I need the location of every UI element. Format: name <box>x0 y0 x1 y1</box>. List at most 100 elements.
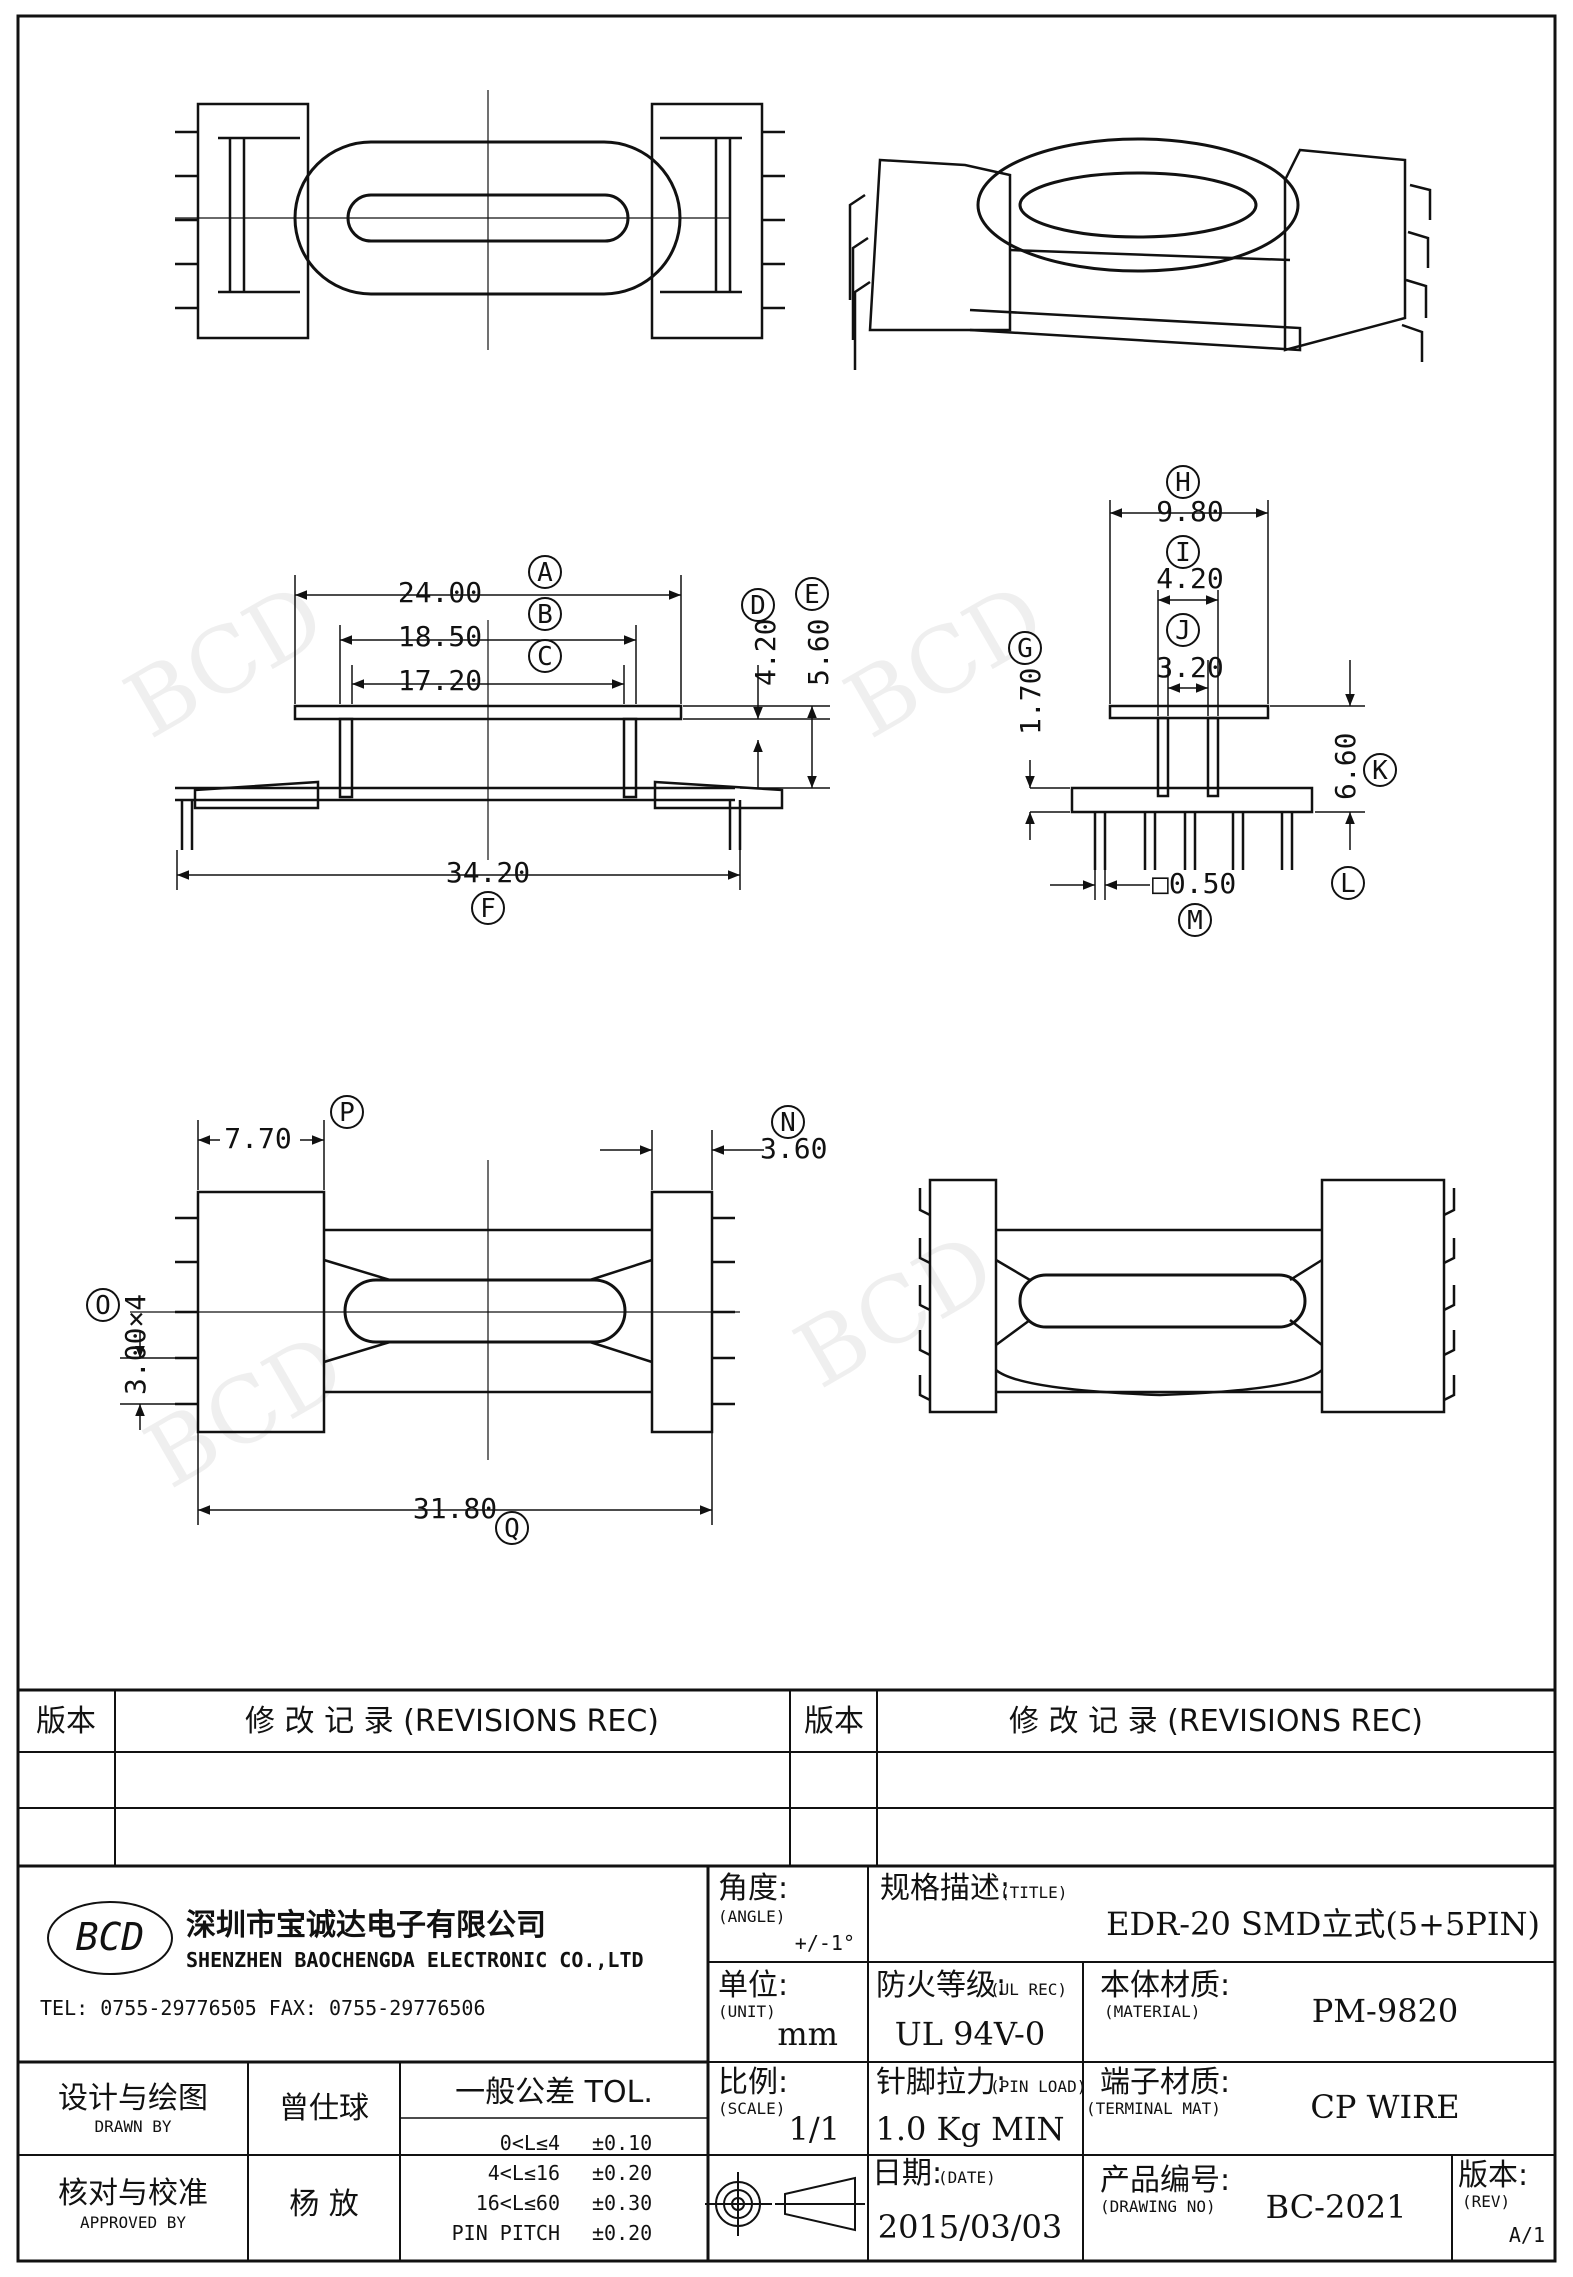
svg-text:B: B <box>537 600 553 630</box>
svg-text:E: E <box>804 580 820 610</box>
svg-text:M: M <box>1187 906 1203 936</box>
drawn-en: DRAWN BY <box>94 2117 171 2136</box>
approved-label: 核对与校准 <box>58 2176 208 2211</box>
company-name-cn: 深圳市宝诚达电子有限公司 <box>186 1908 546 1943</box>
isometric-bottom-view <box>918 1178 1456 1414</box>
balloon-e: E <box>795 577 829 611</box>
svg-text:A: A <box>537 558 553 588</box>
material-label: 本体材质: <box>1100 1968 1230 2003</box>
end-view <box>1070 704 1314 870</box>
tolerance-value: ±0.10 <box>592 2131 652 2155</box>
scale-label: 比例: <box>718 2065 788 2100</box>
pin-load-value: 1.0 Kg MIN <box>875 2110 1064 2148</box>
balloon-f: F <box>471 891 505 925</box>
material-value: PM-9820 <box>1312 1992 1459 2030</box>
angle-label: 角度: <box>718 1871 788 1906</box>
svg-text:D: D <box>750 591 766 621</box>
tolerance-range: PIN PITCH <box>452 2221 560 2245</box>
dim-p-value: 7.70 <box>224 1122 291 1155</box>
bottom-view <box>130 1160 740 1460</box>
unit-label: 单位: <box>718 1968 788 2003</box>
company-logo <box>47 1901 173 1975</box>
pin-load-label: 针脚拉力: <box>876 2065 1006 2100</box>
drawing-no-label: 产品编号: <box>1100 2163 1230 2198</box>
balloon-k: K <box>1363 753 1397 787</box>
drawn-name: 曾仕球 <box>279 2091 369 2126</box>
dim-g-value: 1.70 <box>1014 668 1047 735</box>
unit-value: mm <box>777 2015 838 2053</box>
svg-text:H: H <box>1175 468 1191 498</box>
sheet-border <box>16 14 1557 2263</box>
dim-o-value: 3.00×4 <box>119 1294 152 1395</box>
company-logo-text: BCD <box>76 1915 145 1959</box>
balloon-l: L <box>1331 866 1365 900</box>
svg-text:C: C <box>537 642 553 672</box>
dim-k-value: 6.60 <box>1329 733 1362 800</box>
balloon-j: J <box>1166 613 1200 647</box>
top-view <box>175 90 785 350</box>
ul-en: (UL REC) <box>990 1980 1067 1999</box>
pin-load-en: (PIN LOAD) <box>990 2077 1086 2096</box>
tolerance-range: 0<L≤4 <box>500 2131 560 2155</box>
angle-en: (ANGLE) <box>718 1907 785 1926</box>
date-label: 日期: <box>872 2156 942 2191</box>
balloon-d: D <box>741 588 775 622</box>
rev-en: (REV) <box>1462 2192 1510 2211</box>
ul-value: UL 94V-0 <box>895 2015 1045 2053</box>
svg-text:J: J <box>1175 616 1191 646</box>
balloon-b: B <box>528 597 562 631</box>
isometric-top-view <box>848 137 1432 370</box>
end-view-dimensions <box>1025 500 1365 900</box>
title-block-grid <box>18 1688 1555 2261</box>
rev-value: A/1 <box>1509 2223 1545 2247</box>
balloon-p: P <box>330 1095 364 1129</box>
svg-text:P: P <box>339 1098 355 1128</box>
rev-right-version-header: 版本 <box>804 1704 864 1739</box>
drawing-no-en: (DRAWING NO) <box>1100 2197 1216 2216</box>
date-value: 2015/03/03 <box>878 2208 1062 2246</box>
dim-f-value: 34.20 <box>446 856 530 889</box>
material-en: (MATERIAL) <box>1104 2002 1200 2021</box>
svg-text:O: O <box>95 1291 111 1321</box>
svg-text:K: K <box>1372 756 1388 786</box>
svg-text:G: G <box>1017 634 1033 664</box>
svg-text:BCD: BCD <box>779 1214 1012 1409</box>
revision-table: 版本 修 改 记 录 (REVISIONS REC) 版本 修 改 记 录 (R… <box>36 1704 1423 1739</box>
dim-b-value: 18.50 <box>398 620 482 653</box>
tolerance-value: ±0.20 <box>592 2221 652 2245</box>
dim-q-value: 31.80 <box>413 1492 497 1525</box>
balloon-c: C <box>528 639 562 673</box>
balloon-g: G <box>1008 631 1042 665</box>
company-name-en: SHENZHEN BAOCHENGDA ELECTRONIC CO.,LTD <box>186 1948 644 1972</box>
svg-text:L: L <box>1340 869 1356 899</box>
svg-text:Q: Q <box>504 1514 520 1544</box>
title-en: (TITLE) <box>1000 1883 1067 1902</box>
dim-c-value: 17.20 <box>398 664 482 697</box>
date-en: (DATE) <box>938 2168 996 2187</box>
side-view <box>175 620 784 860</box>
rev-right-record-header: 修 改 记 录 (REVISIONS REC) <box>1009 1704 1423 1739</box>
scale-en: (SCALE) <box>718 2099 785 2118</box>
dimension-labels: 24.00 18.50 17.20 4.20 5.60 34.20 1.70 9… <box>119 495 1362 1525</box>
dim-i-value: 4.20 <box>1156 562 1223 595</box>
rev-left-record-header: 修 改 记 录 (REVISIONS REC) <box>245 1704 659 1739</box>
approved-name: 杨 放 <box>289 2187 359 2222</box>
balloon-n: N <box>771 1105 805 1139</box>
tolerance-table: 一般公差 TOL. 0<L≤4 ±0.10 4<L≤16 ±0.20 16<L≤… <box>452 2075 653 2245</box>
balloon-m: M <box>1178 903 1212 937</box>
tolerance-header: 一般公差 TOL. <box>455 2075 653 2110</box>
balloon-q: Q <box>495 1511 529 1545</box>
dim-e-value: 5.60 <box>802 619 835 686</box>
balloon-i: I <box>1166 535 1200 569</box>
dim-j-value: 3.20 <box>1156 651 1223 684</box>
balloon-a: A <box>528 555 562 589</box>
tolerance-value: ±0.30 <box>592 2191 652 2215</box>
svg-text:N: N <box>780 1108 796 1138</box>
angle-value: +/-1° <box>795 1931 855 1955</box>
projection-symbol-icon <box>705 2172 865 2236</box>
side-view-dimensions <box>176 575 830 890</box>
company-tel-fax: TEL: 0755-29776505 FAX: 0755-29776506 <box>40 1996 486 2020</box>
ul-label: 防火等级: <box>876 1968 1006 2003</box>
bottom-view-dimensions <box>120 1120 764 1525</box>
drawing-no-value: BC-2021 <box>1266 2188 1407 2226</box>
